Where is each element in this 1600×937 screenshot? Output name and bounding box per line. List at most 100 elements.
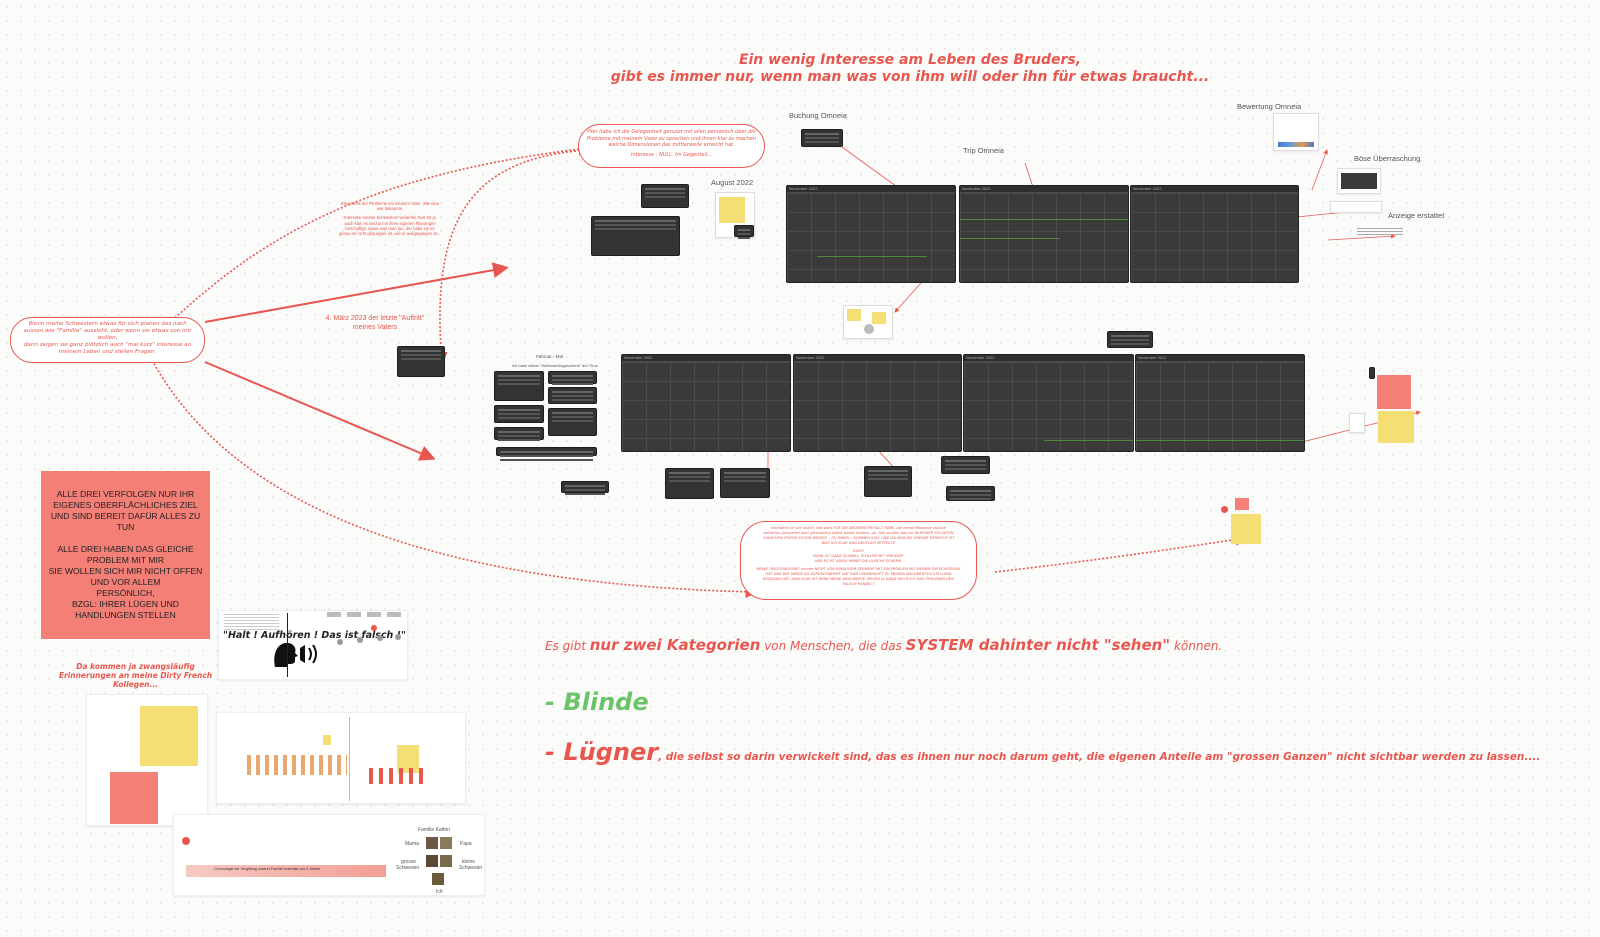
header-line-1: Ein wenig Interesse am Leben des Bruders… bbox=[738, 52, 1082, 68]
calendar-mid-2[interactable]: November 2022 bbox=[793, 354, 962, 452]
calendar-header: November 2022 bbox=[622, 355, 790, 362]
bottom-oval-note[interactable]: Nachdem ich wie üblich, fast alles FÜR D… bbox=[740, 521, 977, 600]
bewertung-screenshot[interactable] bbox=[1273, 113, 1319, 151]
march-label-line: 4. März 2023 der letzte "Auftritt" bbox=[325, 315, 425, 322]
label-kleine-2: Schwester bbox=[459, 865, 483, 871]
salmon-line: HANDLUNGEN STELLEN bbox=[75, 610, 176, 620]
label-papa: Papa bbox=[460, 841, 472, 847]
timeline-bar bbox=[186, 865, 386, 877]
below-screenshot-3[interactable] bbox=[561, 481, 609, 493]
below-screenshot-5[interactable] bbox=[941, 456, 990, 474]
timeline-card-2[interactable]: Chronologie der Vergiftung unserer Famil… bbox=[173, 814, 485, 896]
msg-screenshot-3[interactable] bbox=[548, 387, 597, 404]
bottom-oval-line: BEZOGEN HAT...WAS KLAR IST DENN MEINE AR… bbox=[763, 577, 954, 581]
msg-screenshot-1[interactable] bbox=[494, 371, 544, 401]
label-boese: Böse Überraschung bbox=[1354, 154, 1421, 163]
small-dark-above-cal[interactable] bbox=[1107, 331, 1153, 348]
msg-screenshot-7[interactable] bbox=[496, 447, 597, 456]
left-oval-note[interactable]: Wenn meine Schwestern etwas für sich pla… bbox=[10, 317, 205, 363]
top-oval-line: Hier habe ich die Gelegenheit genutzt mi… bbox=[587, 129, 756, 135]
bottom-oval-line: Nachdem ich wie üblich, fast alles FÜR D… bbox=[771, 526, 946, 530]
category-luegner: - Lügner, die selbst so darin verwickelt… bbox=[545, 738, 1540, 766]
below-screenshot-2[interactable] bbox=[720, 468, 770, 498]
right-sticky-cluster[interactable] bbox=[1221, 496, 1266, 546]
march-label: 4. März 2023 der letzte "Auftritt" meine… bbox=[320, 315, 430, 332]
header-text: Ein wenig Interesse am Leben des Bruders… bbox=[560, 52, 1260, 86]
calendar-mid-3[interactable]: November 2022 bbox=[963, 354, 1134, 452]
dirty-french-note: Da kommen ja zwangsläufig Erinnerungen a… bbox=[48, 662, 223, 689]
label-ich: Ich bbox=[436, 889, 443, 895]
family-photo bbox=[440, 855, 452, 867]
small-red-line: auch klar, es sind ja mit ihren eigenen … bbox=[344, 220, 436, 226]
left-oval-line: meinem Leben und stellen Fragen. bbox=[58, 349, 157, 355]
salmon-line: PROBLEM MIT MIR bbox=[86, 555, 165, 565]
halt-quote: "Halt ! Aufhören ! Das ist falsch !" bbox=[223, 630, 406, 641]
header-line-2: gibt es immer nur, wenn man was von ihm … bbox=[610, 69, 1210, 85]
label-februar: Februar - Mai bbox=[536, 354, 564, 359]
buchung-screenshot[interactable] bbox=[801, 129, 843, 147]
timeline-card-1[interactable] bbox=[216, 712, 466, 804]
dirty-french-card[interactable] bbox=[86, 694, 208, 826]
msg-screenshot-2[interactable] bbox=[548, 371, 597, 384]
below-screenshot-6[interactable] bbox=[946, 486, 995, 501]
march-label-line: meines Vaters bbox=[352, 323, 398, 331]
statement-line: Es gibt nur zwei Kategorien von Menschen… bbox=[545, 636, 1222, 654]
salmon-line: PERSÖNLICH, bbox=[96, 588, 155, 598]
statement-mid: von Menschen, die das bbox=[760, 639, 906, 653]
label-grosse: grosse bbox=[401, 859, 417, 865]
boese-screenshot-2[interactable] bbox=[1330, 201, 1382, 213]
label-bewertung: Bewertung Omneia bbox=[1237, 102, 1302, 111]
calendar-top-3[interactable]: November 2022 bbox=[1130, 185, 1299, 283]
below-screenshot-1[interactable] bbox=[665, 468, 714, 499]
march-screenshot[interactable] bbox=[397, 346, 445, 377]
connector-oval-to-top bbox=[204, 262, 509, 323]
calendar-top-2[interactable]: November 2022 bbox=[959, 185, 1129, 283]
anzeige-text-lines bbox=[1357, 228, 1403, 235]
calendar-header: November 2022 bbox=[1131, 186, 1298, 193]
statement-bold-1: nur zwei Kategorien bbox=[589, 636, 761, 654]
calendar-mid-4[interactable]: November 2022 bbox=[1135, 354, 1305, 452]
label-anzeige: Anzeige erstattet bbox=[1388, 211, 1445, 220]
salmon-line: TUN bbox=[116, 522, 135, 532]
timeline-bar-label: Chronologie der Vergiftung unserer Famil… bbox=[214, 867, 321, 871]
calendar-header: November 2022 bbox=[1136, 355, 1304, 362]
dark-screenshot-1[interactable] bbox=[641, 184, 689, 208]
small-red-note: Erkenntnis der Probleme mit meinem Vater… bbox=[338, 201, 442, 236]
statement-suffix: können. bbox=[1170, 639, 1223, 653]
salmon-line: BZGL: IHRER LÜGEN UND bbox=[72, 599, 179, 609]
label-kleine: kleine bbox=[462, 859, 476, 865]
august-note-card[interactable] bbox=[715, 192, 755, 238]
bottom-oval-line: WAS ICH KLAR UND DEUTLICH MITTEILTE bbox=[821, 541, 896, 545]
msg-screenshot-6[interactable] bbox=[494, 427, 544, 440]
calendar-mid-1[interactable]: November 2022 bbox=[621, 354, 791, 452]
msg-screenshot-4[interactable] bbox=[494, 405, 544, 423]
halt-panel[interactable]: "Halt ! Aufhören ! Das ist falsch !" bbox=[218, 610, 408, 680]
right-note-cluster[interactable] bbox=[1349, 365, 1421, 445]
salmon-line: ALLE DREI HABEN DAS GLEICHE bbox=[57, 544, 194, 554]
bottom-oval-line: ZACK! bbox=[852, 549, 865, 553]
bottom-oval-line: weiterhin ignorieren aber gleichzeitig s… bbox=[763, 531, 954, 535]
small-red-line: genau so nicht gepuegwe ist, wie er ausg… bbox=[339, 231, 441, 237]
calendar-header: November 2022 bbox=[964, 355, 1133, 362]
boese-screenshot[interactable] bbox=[1337, 168, 1381, 194]
category-luegner-rest: , die selbst so darin verwickelt sind, d… bbox=[658, 751, 1541, 763]
top-oval-note[interactable]: Hier habe ich die Gelegenheit genutzt mi… bbox=[578, 124, 765, 168]
calendar-top-1[interactable]: November 2022 bbox=[786, 185, 956, 283]
msg-screenshot-5[interactable] bbox=[548, 408, 597, 436]
dirty-french-line: Kollegen... bbox=[112, 680, 159, 689]
bottom-oval-line: 4 WOCHEN SPÄTER SCHON WIEDER ...ZU IHNEN… bbox=[762, 536, 955, 540]
below-screenshot-4[interactable] bbox=[864, 466, 912, 497]
small-red-line: Interesse meiner Schwestern weiterhin Nu… bbox=[344, 215, 436, 221]
dirty-french-line: Da kommen ja zwangsläufig bbox=[76, 662, 195, 671]
calendar-header: November 2022 bbox=[960, 186, 1128, 193]
top-oval-line: Probleme mit meinem Vater zu sprechen un… bbox=[586, 135, 757, 142]
label-familie: Familie Kattrin bbox=[418, 827, 450, 833]
connector-dotted-to-right-cluster bbox=[994, 533, 1249, 573]
sticky-cluster-mid[interactable] bbox=[843, 305, 893, 339]
salmon-summary-box: ALLE DREI VERFOLGEN NUR IHR EIGENES OBER… bbox=[41, 471, 210, 639]
salmon-line: ALLE DREI VERFOLGEN NUR IHR bbox=[56, 489, 195, 499]
dark-screenshot-2[interactable] bbox=[591, 216, 680, 256]
salmon-line: UND SIND BEREIT DAFÜR ALLES ZU bbox=[50, 511, 201, 521]
small-red-line: Erkenntnis der Probleme mit meinem Vater… bbox=[340, 201, 440, 206]
label-grosse-2: Schwester bbox=[396, 865, 420, 871]
